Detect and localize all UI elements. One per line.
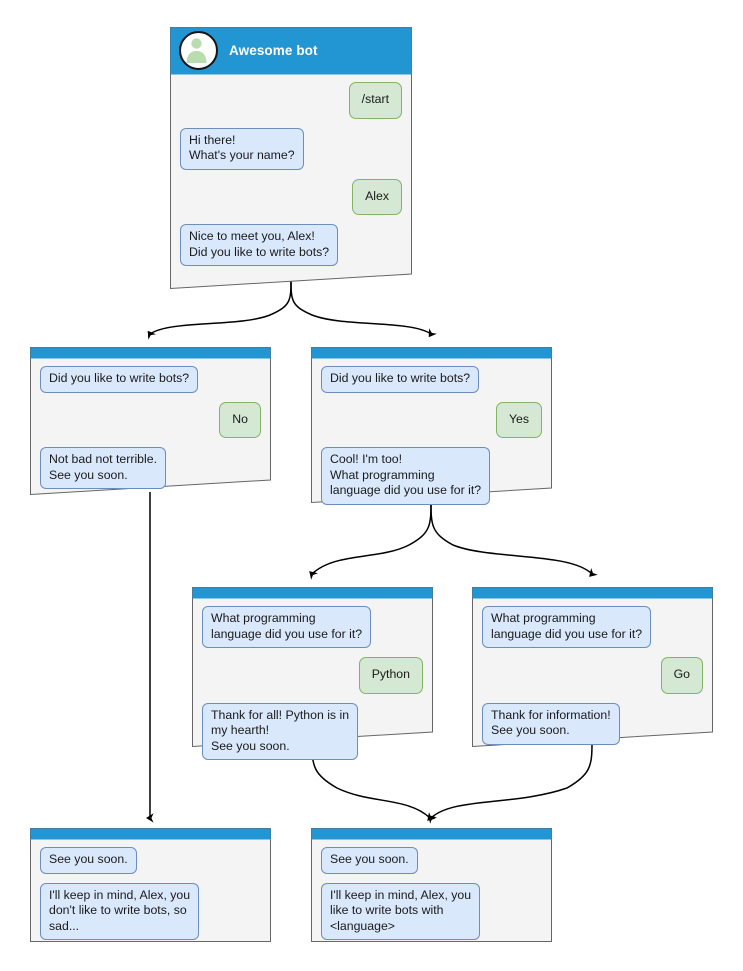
user-message-bubble: Yes [495,401,542,438]
chat-row: What programming language did you use fo… [202,606,423,648]
bot-message-bubble: See you soon. [40,847,137,874]
node-start-chat: /start Hi there! What's your name? Alex … [170,74,412,275]
chat-row: I'll keep in mind, Alex, you like to wri… [321,882,542,940]
node-end-happy-chat: See you soon. I'll keep in mind, Alex, y… [311,839,552,949]
node-no-branch[interactable]: Did you like to write bots? No Not bad n… [30,347,271,495]
user-message-bubble: Go [660,657,703,694]
bot-message-bubble: Thank for all! Python is in my hearth! S… [202,702,359,760]
chat-row: See you soon. [321,847,542,874]
chat-row: No [40,401,261,438]
bot-message-bubble: What programming language did you use fo… [202,606,372,648]
chat-row: See you soon. [40,847,261,874]
chat-row: Go [482,657,703,694]
node-start[interactable]: Awesome bot /start Hi there! What's your… [170,27,412,289]
node-go-branch[interactable]: What programming language did you use fo… [472,587,713,747]
chat-row: Nice to meet you, Alex! Did you like to … [180,224,402,266]
user-message-bubble: /start [348,82,402,119]
chat-row: Alex [180,178,402,215]
user-message-bubble: Alex [352,178,402,215]
chat-row: Yes [321,401,542,438]
user-message-bubble: No [219,401,261,438]
bot-message-bubble: Cool! I'm too! What programming language… [321,447,491,505]
chat-row: Thank for all! Python is in my hearth! S… [202,702,423,760]
bot-message-bubble: See you soon. [321,847,418,874]
chat-row: Python [202,657,423,694]
node-end-sad-chat: See you soon. I'll keep in mind, Alex, y… [30,839,271,949]
chat-row: Thank for information! See you soon. [482,702,703,745]
chat-row: Not bad not terrible. See you soon. [40,447,261,489]
bot-message-bubble: Did you like to write bots? [40,366,199,393]
node-python-branch-chat: What programming language did you use fo… [192,598,433,769]
bot-message-bubble: What programming language did you use fo… [482,606,652,648]
node-yes-branch-chat: Did you like to write bots? Yes Cool! I'… [311,358,552,514]
chat-row: Did you like to write bots? [321,366,542,393]
node-end-happy[interactable]: See you soon. I'll keep in mind, Alex, y… [311,828,552,942]
edge-go-to-end-happy [428,743,593,824]
bot-message-bubble: Did you like to write bots? [321,366,480,393]
chat-row: What programming language did you use fo… [482,606,703,648]
node-go-branch-chat: What programming language did you use fo… [472,598,713,754]
chat-row: Hi there! What's your name? [180,127,402,170]
bot-message-bubble: I'll keep in mind, Alex, you like to wri… [321,882,481,940]
node-no-branch-chat: Did you like to write bots? No Not bad n… [30,358,271,498]
bot-message-bubble: I'll keep in mind, Alex, you don't like … [40,882,200,940]
node-start-title: Awesome bot [229,43,318,58]
bot-message-bubble: Nice to meet you, Alex! Did you like to … [180,224,339,266]
node-end-sad[interactable]: See you soon. I'll keep in mind, Alex, y… [30,828,271,942]
person-avatar-icon [179,31,218,70]
node-python-branch[interactable]: What programming language did you use fo… [192,587,433,760]
chat-row: Cool! I'm too! What programming language… [321,447,542,505]
user-message-bubble: Python [358,657,423,694]
chat-row: /start [180,82,402,119]
chat-row: I'll keep in mind, Alex, you don't like … [40,882,261,940]
node-yes-branch[interactable]: Did you like to write bots? Yes Cool! I'… [311,347,552,505]
bot-message-bubble: Not bad not terrible. See you soon. [40,447,167,489]
chat-row: Did you like to write bots? [40,366,261,393]
bot-message-bubble: Thank for information! See you soon. [482,702,620,745]
node-start-header: Awesome bot [170,27,412,74]
bot-message-bubble: Hi there! What's your name? [180,127,304,170]
